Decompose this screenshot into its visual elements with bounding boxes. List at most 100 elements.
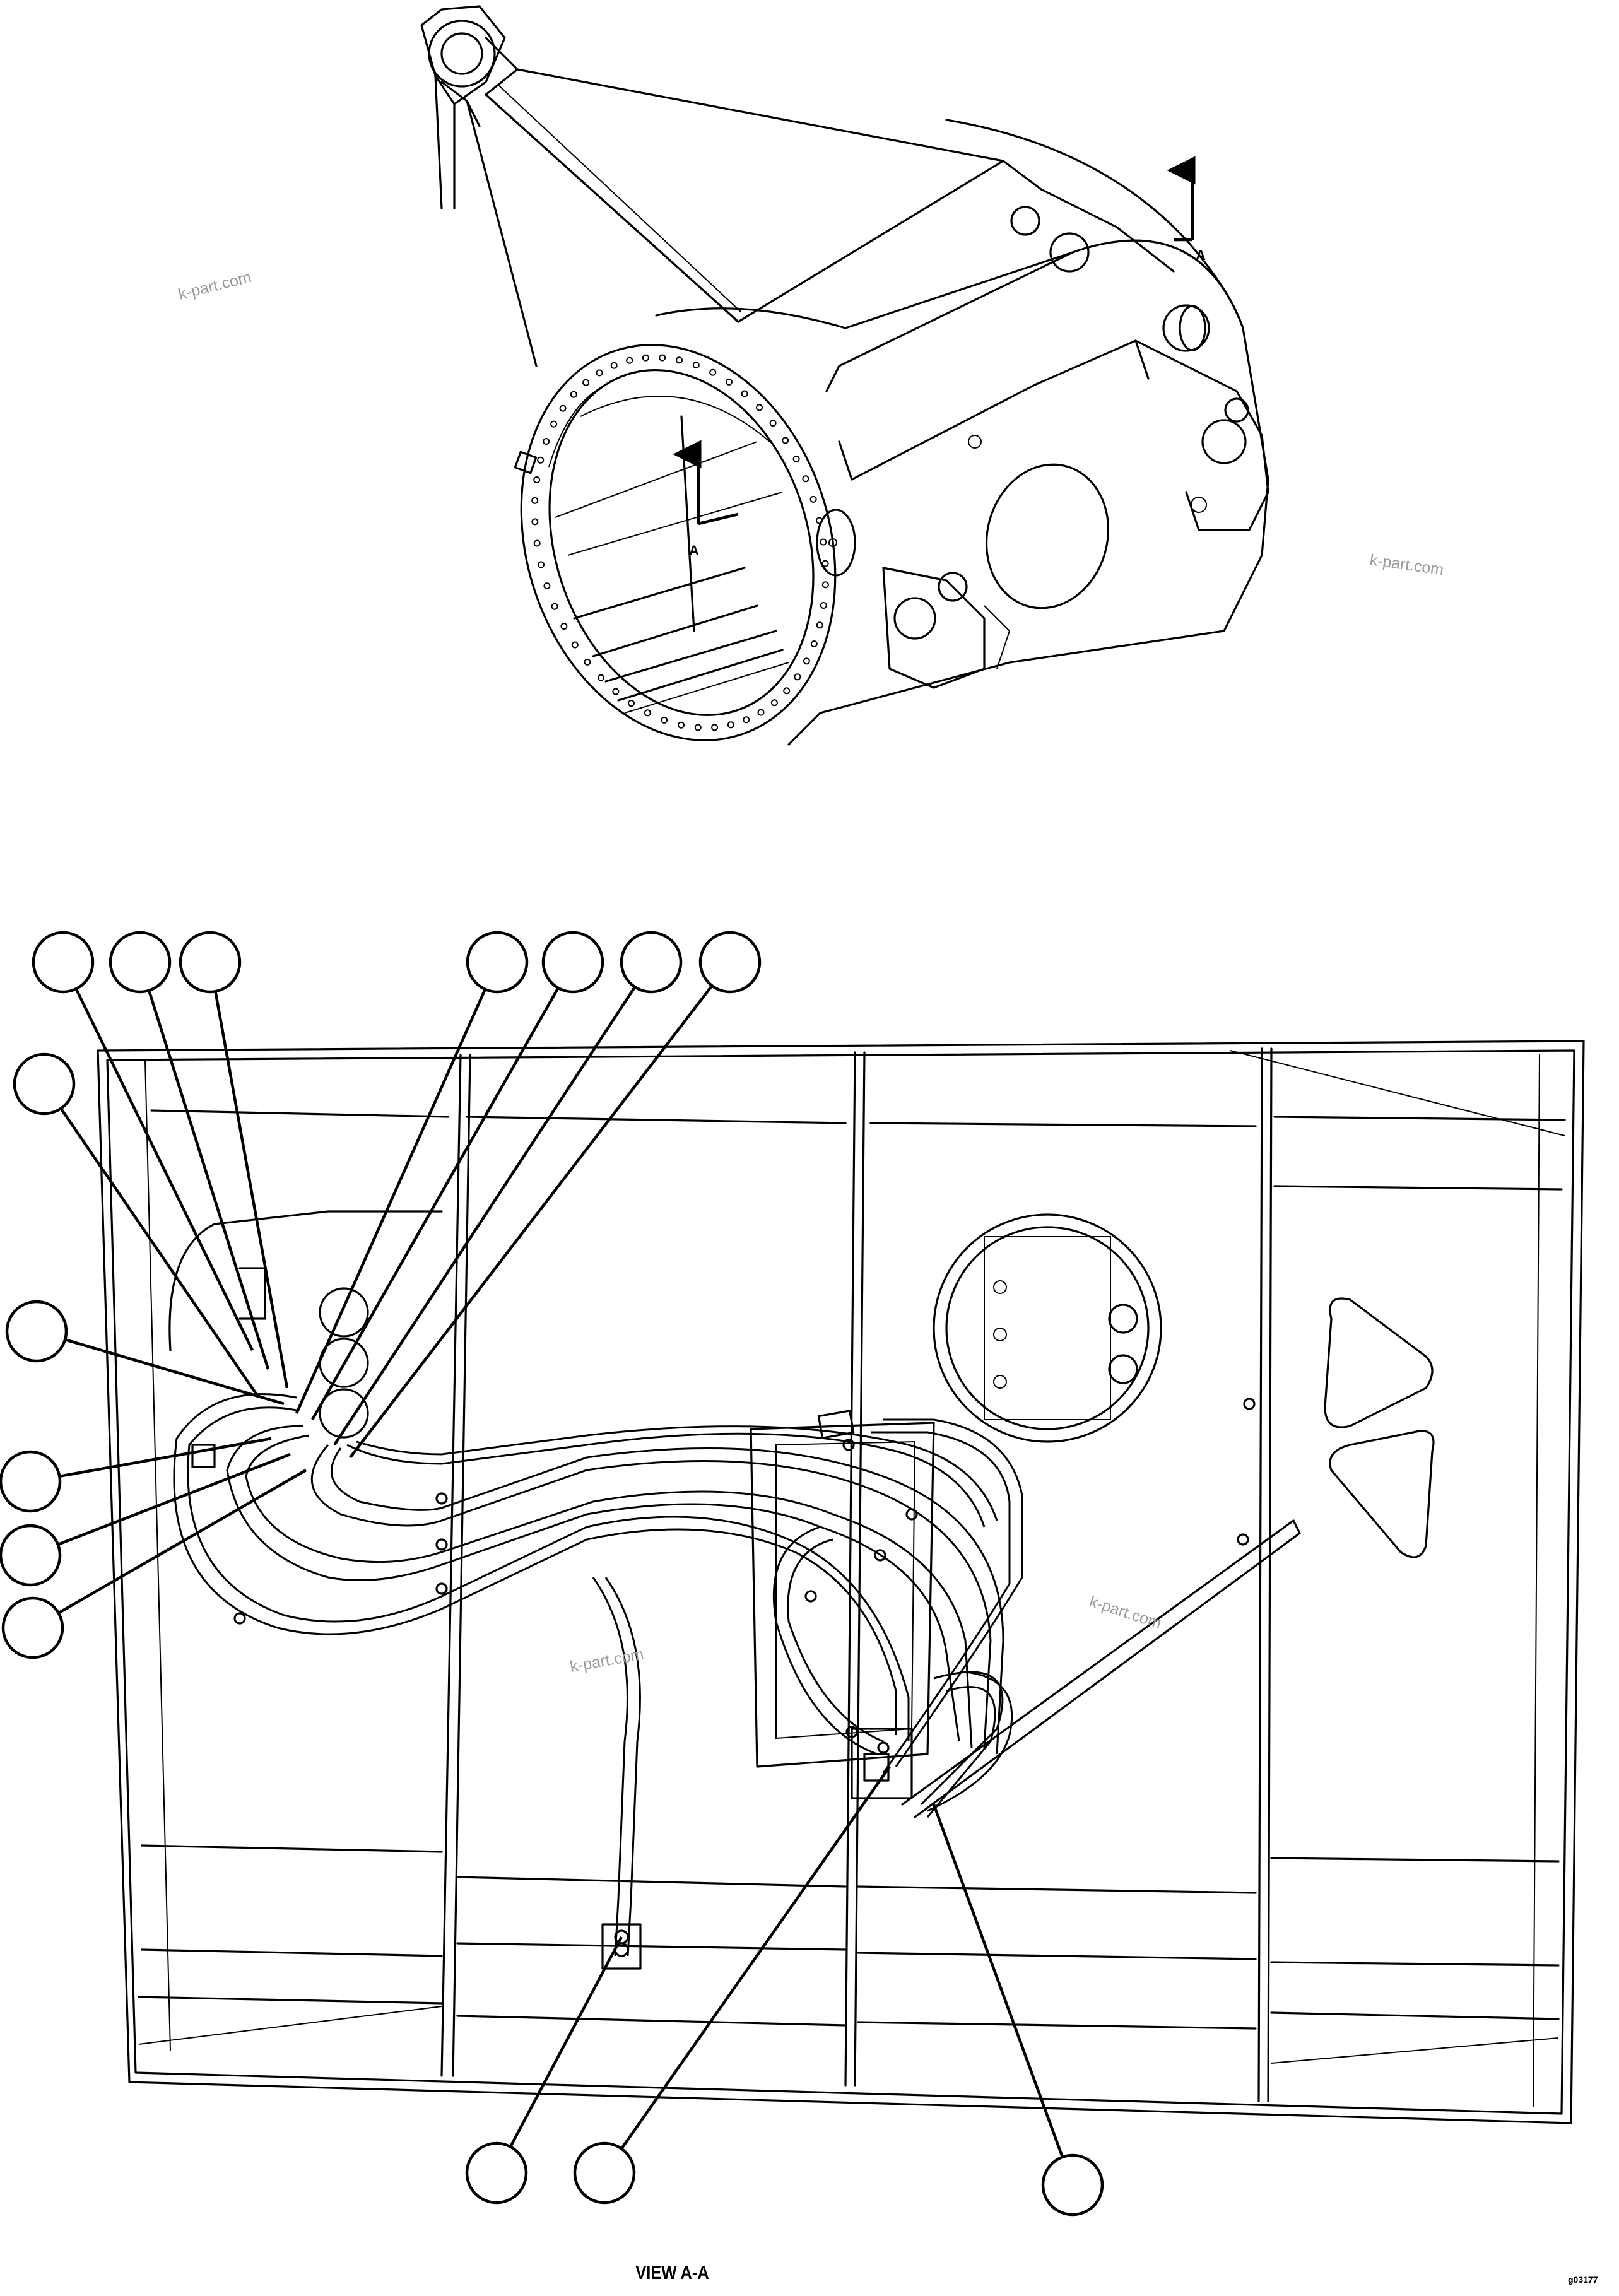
bolt-hole: [694, 724, 702, 731]
section-arrow-upper: A: [1167, 156, 1206, 263]
callout-balloon: [5, 1300, 68, 1363]
view-title: VIEW A-A: [635, 2262, 709, 2283]
callout-leader: [147, 990, 270, 1370]
bolt-hole: [533, 539, 541, 547]
section-frame: [97, 1040, 1585, 2124]
hose-clamp: [877, 1741, 890, 1754]
callout-leader: [214, 991, 289, 1389]
bolt-hole: [596, 369, 603, 377]
watermark-3: k-part.com: [568, 1645, 645, 1676]
drum-body: [655, 119, 1269, 746]
bolt-hole: [821, 581, 829, 589]
bolt-hole: [769, 420, 777, 427]
hose-assemblies: [173, 1393, 1301, 1957]
bolt-hole: [559, 404, 567, 412]
bolt-hole: [659, 354, 666, 362]
bolt-hole: [642, 354, 649, 362]
hose-clamp: [874, 1549, 886, 1562]
section-label-a-lower: A: [689, 543, 699, 558]
callout-leader: [57, 1452, 291, 1546]
left-mounting-area: [168, 1210, 443, 1468]
bolt-hole: [794, 673, 801, 681]
callout-circle: [1, 1596, 64, 1659]
callout-balloon: [465, 2141, 528, 2205]
access-port: [933, 1213, 1162, 1443]
callout-leader: [333, 986, 637, 1446]
callout-balloon: [32, 931, 95, 994]
bolt-hole: [537, 456, 545, 464]
callout-circle: [0, 1450, 62, 1513]
drawing-code: g03177: [1568, 2275, 1598, 2285]
callout-leader: [509, 1936, 623, 2148]
bolt-hole-pattern: [531, 354, 829, 731]
bolt-hole: [692, 362, 700, 369]
valve-mount-plate: [750, 1410, 935, 1799]
callout-leader: [349, 984, 714, 1459]
triangular-cutouts: [1324, 1297, 1435, 1558]
watermark-1: k-part.com: [177, 268, 253, 303]
bolt-hole: [531, 518, 539, 526]
bolt-hole: [756, 404, 763, 411]
bolt-hole: [661, 716, 668, 724]
bolt-hole: [582, 379, 590, 386]
callout-circle: [541, 931, 604, 994]
callout-balloon: [13, 1052, 76, 1116]
section-label-a-upper: A: [1196, 247, 1206, 263]
callout-balloon: [620, 931, 683, 994]
callout-circle: [5, 1300, 68, 1363]
callout-circle: [1041, 2153, 1104, 2217]
bolt-hole: [810, 640, 818, 647]
sloped-top-plate: [466, 68, 1004, 367]
drum-open-end: [514, 344, 837, 741]
bolt-hole: [810, 495, 817, 503]
bolt-hole: [802, 475, 810, 483]
bolt-hole: [783, 687, 791, 695]
callout-circle: [698, 931, 762, 994]
bolt-hole: [598, 674, 604, 681]
callout-leader: [74, 988, 254, 1351]
hose-clamp: [233, 1612, 246, 1625]
bolt-hole: [644, 709, 651, 717]
bolt-hole: [770, 699, 778, 707]
callout-circle: [32, 931, 95, 994]
bolt-hole: [571, 641, 579, 649]
bolt-hole: [560, 623, 568, 630]
bolt-hole: [782, 437, 789, 444]
callout-leader: [295, 988, 486, 1414]
callout-leader: [59, 1437, 272, 1478]
callout-balloon: [466, 931, 529, 994]
bolt-hole: [543, 438, 550, 445]
bolt-hole: [820, 602, 827, 609]
hose-clamp: [435, 1538, 448, 1551]
callout-leader: [932, 1804, 1064, 2158]
callout-balloon: [698, 931, 762, 994]
callout-balloon: [109, 931, 172, 994]
bolt-hole: [570, 391, 577, 398]
bolt-hole: [711, 724, 719, 731]
callout-balloon: [1, 1596, 64, 1659]
callout-circle: [465, 2141, 528, 2205]
hose-clamp: [804, 1590, 817, 1603]
hose-clamp: [435, 1582, 448, 1595]
bolt-hole: [803, 657, 810, 665]
hose-clamp: [842, 1439, 855, 1451]
bolt-hole: [816, 621, 823, 629]
bolt-hole: [533, 476, 541, 483]
bolt-hole: [727, 721, 734, 729]
callout-circle: [0, 1524, 62, 1587]
callout-leader: [311, 987, 560, 1421]
bolt-hole: [628, 700, 635, 707]
watermark-2: k-part.com: [1369, 551, 1445, 579]
callout-circle: [109, 931, 172, 994]
bolt-hole: [678, 721, 685, 729]
callout-leader: [620, 1765, 891, 2150]
mounting-lug: [420, 5, 519, 209]
bolt-hole: [676, 356, 683, 364]
hose-clamp: [1237, 1533, 1249, 1546]
callout-leader: [57, 1469, 307, 1615]
hose-clamp: [905, 1508, 918, 1521]
hose-clamp: [1243, 1398, 1256, 1410]
housing-isometric-view: A A k-part.com k-part.com: [177, 5, 1445, 746]
bolt-hole: [757, 709, 765, 716]
callout-circle: [179, 931, 242, 994]
